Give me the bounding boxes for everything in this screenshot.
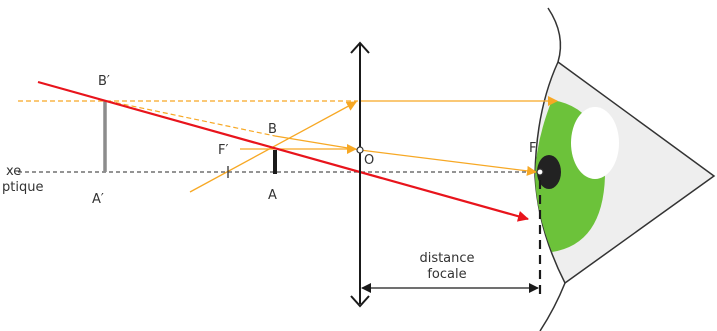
eye-pupil — [537, 155, 561, 189]
lens-arrowhead-bottom — [350, 295, 370, 308]
lens-arrowhead-top — [350, 41, 370, 54]
eye-lid-bottom — [539, 282, 566, 331]
label-b: B — [268, 122, 277, 137]
eye-sclera — [540, 0, 717, 331]
lens-center-point — [356, 146, 364, 154]
eye-icon — [534, 0, 717, 331]
label-a: A — [268, 188, 277, 203]
ray-through-center-a — [274, 135, 361, 151]
label-f-prime: F′ — [218, 143, 228, 158]
optical-axis-label-line2: ptique — [2, 180, 43, 195]
eye-lid-top — [547, 7, 562, 63]
label-f: F — [529, 141, 536, 156]
virtual-ray-extension — [107, 100, 276, 137]
label-a-prime: A′ — [92, 192, 104, 207]
ray-through-center-b — [359, 149, 537, 176]
focal-distance-label-line2: focale — [427, 267, 466, 282]
label-o: O — [364, 153, 374, 168]
eye-highlight — [571, 107, 619, 179]
focal-distance-label-line1: distance — [419, 251, 474, 266]
optical-axis-label-line1: xe — [6, 164, 21, 179]
retina-focus-point — [536, 168, 544, 176]
red-ray — [37, 80, 529, 222]
label-b-prime: B′ — [98, 74, 110, 89]
